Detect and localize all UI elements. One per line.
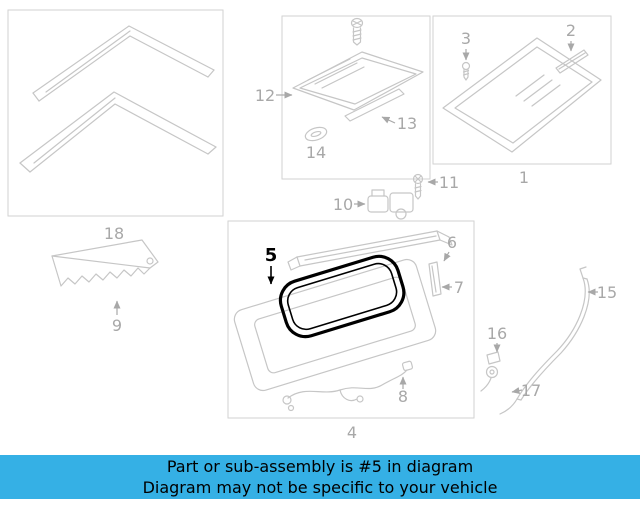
inset-box-roof-moldings bbox=[7, 9, 224, 217]
leader-arrows bbox=[113, 41, 598, 394]
part-labels: 18 9 12 13 14 3 2 1 11 10 5 6 7 8 4 15 1… bbox=[104, 21, 617, 442]
arrow-part-13 bbox=[381, 116, 396, 124]
motor-and-screw-drawing bbox=[367, 173, 424, 220]
part-label-7: 7 bbox=[454, 278, 464, 297]
inset-box-frame-assembly bbox=[227, 220, 475, 419]
wind-deflector-drawing bbox=[51, 239, 159, 287]
part-label-10: 10 bbox=[333, 195, 353, 214]
part-label-8: 8 bbox=[398, 387, 408, 406]
parts-diagram-canvas: 18 9 12 13 14 3 2 1 11 10 5 6 7 8 4 15 1… bbox=[7, 9, 617, 442]
part-label-1: 1 bbox=[519, 168, 529, 187]
part-label-5-highlighted: 5 bbox=[265, 245, 278, 266]
glass-panel-inset-drawing bbox=[442, 37, 602, 153]
part-label-9: 9 bbox=[112, 316, 122, 335]
inset-box-glass-panel bbox=[432, 15, 612, 165]
sunroof-frame-drawing bbox=[233, 230, 453, 412]
inset-box-sunshade bbox=[281, 15, 431, 180]
part-label-16: 16 bbox=[487, 324, 507, 343]
part-label-12: 12 bbox=[255, 86, 275, 105]
vehicle-note-banner: Part or sub-assembly is #5 in diagram Di… bbox=[0, 455, 640, 499]
roof-moldings-drawing bbox=[19, 25, 217, 173]
banner-line-1: Part or sub-assembly is #5 in diagram bbox=[166, 456, 474, 476]
part-label-3: 3 bbox=[461, 29, 471, 48]
part-label-2: 2 bbox=[566, 21, 576, 40]
part-label-4: 4 bbox=[347, 423, 357, 442]
part-label-13: 13 bbox=[397, 114, 417, 133]
part-label-17: 17 bbox=[521, 381, 541, 400]
sunroof-seal-highlight bbox=[278, 254, 406, 339]
part-label-18: 18 bbox=[104, 224, 124, 243]
part-label-14: 14 bbox=[306, 143, 326, 162]
inset-boxes bbox=[7, 9, 612, 419]
arrow-part-17 bbox=[511, 387, 523, 394]
part-label-11: 11 bbox=[439, 173, 459, 192]
sunshade-inset-drawing bbox=[292, 17, 424, 142]
part-label-15: 15 bbox=[597, 283, 617, 302]
drain-hose-drawing bbox=[480, 266, 590, 415]
part-label-6: 6 bbox=[447, 233, 457, 252]
banner-line-2: Diagram may not be specific to your vehi… bbox=[142, 477, 498, 497]
arrow-part-6 bbox=[443, 251, 451, 262]
